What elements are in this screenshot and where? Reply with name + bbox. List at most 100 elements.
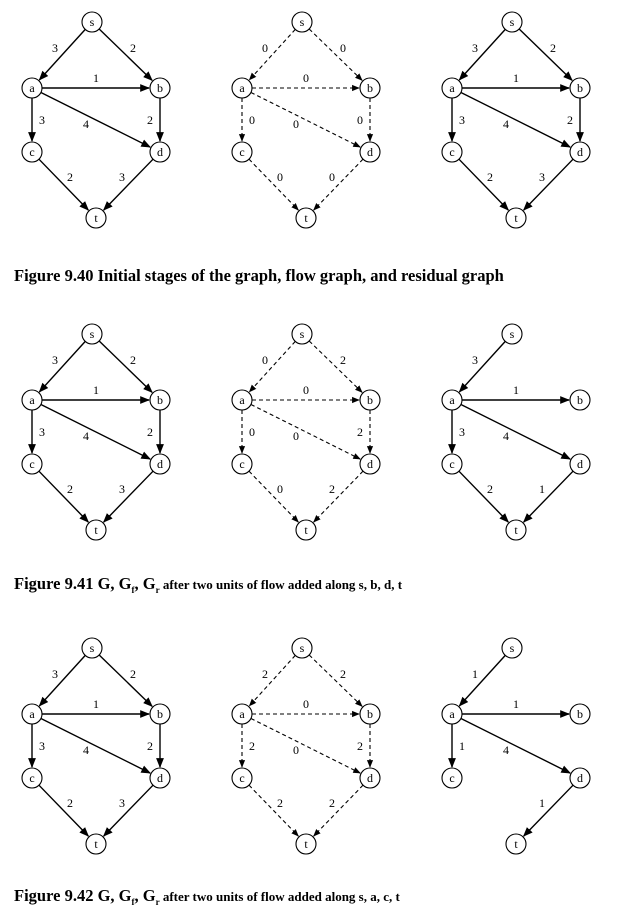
node-label-s: s [300,327,305,341]
node-label-d: d [367,457,373,471]
edge-s-a [38,28,86,81]
node-b: b [569,77,591,99]
node-b: b [149,77,171,99]
node-circle-b [569,77,591,99]
caption-text: Figure 9.40 Initial stages of the graph,… [14,266,504,285]
node-circle-b [359,703,381,725]
node-circle-d [569,141,591,163]
node-label-b: b [367,393,373,407]
node-label-b: b [577,81,583,95]
node-b: b [359,77,381,99]
edge-label-a-b: 0 [303,697,309,711]
edge-label-d-t: 3 [119,482,125,496]
node-label-s: s [510,641,515,655]
node-circle-s [291,11,313,33]
node-label-t: t [94,211,98,225]
edge-label-b-d: 2 [357,425,363,439]
node-circle-d [359,453,381,475]
node-s: s [501,323,523,345]
edge-label-a-b: 1 [513,71,519,85]
node-label-c: c [29,145,34,159]
node-c: c [231,453,253,475]
node-c: c [21,453,43,475]
node-circle-d [359,767,381,789]
node-label-s: s [90,327,95,341]
node-b: b [569,389,591,411]
node-label-c: c [239,457,244,471]
edge-d-t [313,784,364,837]
node-d: d [359,453,381,475]
edge-label-a-d: 0 [293,743,299,757]
node-c: c [441,767,463,789]
node-c: c [21,767,43,789]
node-circle-s [81,637,103,659]
node-circle-t [505,207,527,229]
edge-label-a-d: 4 [83,429,89,443]
node-circle-c [231,767,253,789]
node-t: t [85,833,107,855]
caption-rest: after two units of flow added along s, b… [159,577,403,592]
node-c: c [441,453,463,475]
node-a: a [231,389,253,411]
edge-label-a-b: 1 [93,697,99,711]
node-circle-a [231,77,253,99]
edge-label-c-t: 2 [67,482,73,496]
node-circle-t [505,519,527,541]
node-circle-t [295,207,317,229]
edge-label-a-c: 0 [249,425,255,439]
node-label-b: b [157,393,163,407]
edge-label-c-t: 2 [67,796,73,810]
caption-gf-subscript: f [131,897,135,908]
edge-s-a [458,340,506,393]
node-label-t: t [304,523,308,537]
figure-9-42-caption: Figure 9.42 G, Gf, Gr after two units of… [14,886,400,907]
caption-gf-subscript: f [131,585,135,596]
edge-label-s-b: 0 [340,41,346,55]
edge-label-a-b: 1 [93,383,99,397]
edge-label-s-a: 3 [472,41,478,55]
edge-label-a-d: 4 [83,743,89,757]
node-circle-c [441,453,463,475]
edge-label-s-b: 2 [130,41,136,55]
edge-label-d-t: 3 [119,796,125,810]
node-label-d: d [367,145,373,159]
edge-d-t [102,158,154,211]
edge-label-d-t: 0 [329,170,335,184]
edge-label-s-a: 2 [262,667,268,681]
edge-a-d [460,403,572,460]
node-label-t: t [94,523,98,537]
edge-c-t [38,470,90,523]
edge-label-c-t: 2 [487,170,493,184]
node-c: c [231,141,253,163]
node-label-d: d [367,771,373,785]
node-label-b: b [157,81,163,95]
node-t: t [295,207,317,229]
node-label-t: t [514,523,518,537]
node-d: d [569,453,591,475]
node-c: c [21,141,43,163]
edge-d-t [102,470,154,523]
node-label-b: b [367,81,373,95]
node-a: a [231,77,253,99]
caption-text: Figure 9.41 G, G [14,574,132,593]
node-label-d: d [157,457,163,471]
caption-text: Figure 9.42 G, G [14,886,132,905]
node-circle-c [21,453,43,475]
node-label-s: s [90,15,95,29]
node-circle-b [149,77,171,99]
node-b: b [149,703,171,725]
node-circle-a [231,703,253,725]
node-label-a: a [239,707,245,721]
node-label-t: t [514,211,518,225]
edge-s-b [98,654,153,708]
node-circle-t [85,833,107,855]
node-circle-d [149,767,171,789]
node-circle-d [359,141,381,163]
node-a: a [441,389,463,411]
edge-s-a [248,29,296,81]
